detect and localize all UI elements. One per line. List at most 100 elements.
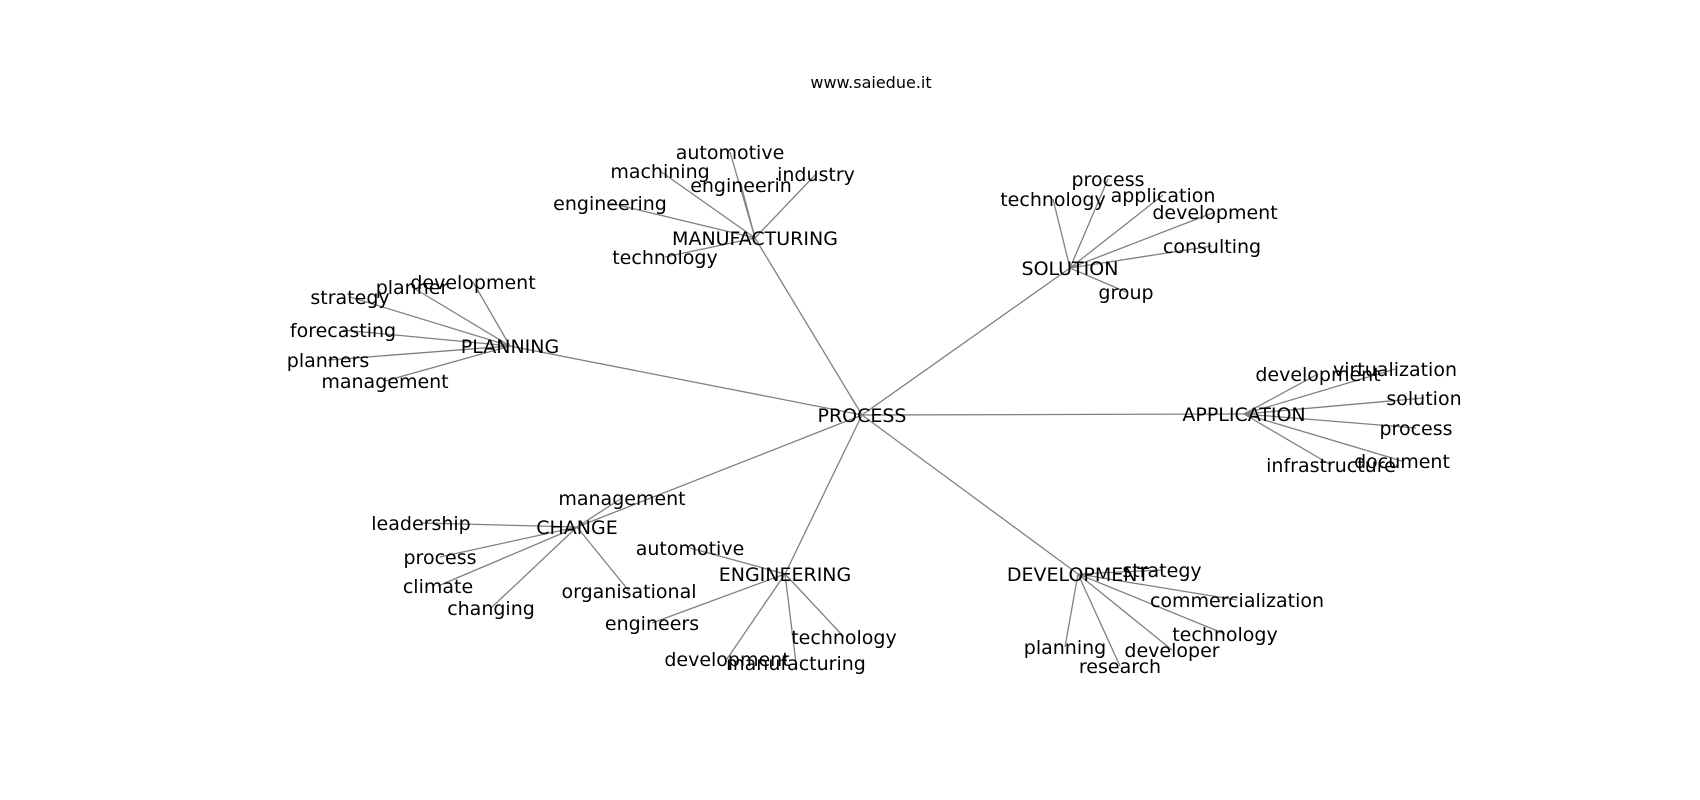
edge-application-to-solution: [1243, 397, 1425, 415]
edge-application-to-document: [1243, 413, 1403, 462]
leaf-node-label: process: [403, 547, 476, 569]
edge-application-to-development: [1243, 373, 1319, 415]
hub-node-label: CHANGE: [536, 517, 618, 539]
leaf-node-label: industry: [777, 164, 855, 186]
hub-node-label: APPLICATION: [1182, 404, 1305, 426]
edge-planning-to-development: [472, 281, 511, 347]
leaf-node-label: machining: [610, 161, 709, 183]
edge-solution-to-application: [1069, 194, 1164, 269]
edge-development-to-planning: [1064, 573, 1079, 648]
leaf-node-label: automotive: [676, 142, 785, 164]
leaf-node-label: engineers: [605, 613, 699, 635]
leaf-node-label: automotive: [636, 538, 745, 560]
edge-development-to-research: [1077, 573, 1121, 667]
leaf-node-label: developer: [1124, 640, 1219, 662]
leaf-node-label: document: [1354, 451, 1450, 473]
leaf-node-label: engineering: [553, 193, 667, 215]
edge-solution-to-development: [1069, 211, 1216, 269]
leaf-node-label: engineerin: [690, 175, 792, 197]
leaf-node-label: management: [558, 488, 685, 510]
edge-change-to-leadership: [420, 522, 578, 528]
edge-planning-to-planners: [327, 345, 511, 361]
edge-planning-to-forecasting: [342, 329, 511, 347]
center-node-label: PROCESS: [817, 405, 906, 427]
edge-development-to-technology: [1077, 573, 1226, 635]
leaf-node-label: leadership: [371, 513, 470, 535]
edge-planning-to-management: [384, 345, 511, 382]
leaf-node-label: solution: [1386, 388, 1461, 410]
leaf-node-label: group: [1098, 282, 1153, 304]
leaf-node-label: development: [664, 649, 789, 671]
leaf-node-label: changing: [447, 598, 535, 620]
edge-center-to-development: [861, 414, 1079, 575]
edge-planning-to-strategy: [349, 296, 511, 347]
edge-application-to-virtualization: [1243, 368, 1396, 415]
edge-engineering-to-development: [726, 573, 786, 660]
edge-manufacturing-to-industry: [754, 173, 817, 239]
leaf-node-label: application: [1111, 185, 1216, 207]
edge-manufacturing-to-engineerin: [740, 184, 756, 239]
edge-development-to-developer: [1077, 573, 1173, 651]
leaf-node-label: process: [1379, 418, 1452, 440]
hub-node-label: PLANNING: [461, 336, 559, 358]
leaf-node-label: development: [410, 272, 535, 294]
edge-solution-to-consulting: [1069, 245, 1213, 269]
leaf-node-label: development: [1152, 202, 1277, 224]
edge-solution-to-group: [1069, 267, 1127, 293]
leaf-node-label: planning: [1024, 637, 1106, 659]
hub-node-label: ENGINEERING: [719, 564, 852, 586]
leaf-node-label: technology: [1172, 624, 1278, 646]
leaf-node-label: manufacturing: [726, 653, 866, 675]
edge-center-to-manufacturing: [754, 237, 863, 416]
leaf-node-label: strategy: [1122, 560, 1201, 582]
leaf-node-label: strategy: [310, 287, 389, 309]
edge-development-to-commercialization: [1077, 573, 1238, 601]
leaf-node-label: climate: [403, 576, 473, 598]
leaf-node-label: development: [1255, 364, 1380, 386]
edge-manufacturing-to-machining: [659, 170, 756, 239]
graph-edges: [327, 151, 1425, 667]
edge-manufacturing-to-technology: [664, 237, 756, 258]
site-title: www.saiedue.it: [810, 73, 931, 92]
leaf-node-label: technology: [1000, 189, 1106, 211]
edge-engineering-to-automotive: [689, 547, 786, 575]
edge-planning-to-planner: [411, 286, 511, 347]
edge-center-to-engineering: [784, 414, 863, 575]
hub-node-label: DEVELOPMENT: [1007, 564, 1150, 586]
edge-engineering-to-technology: [784, 573, 845, 638]
leaf-node-label: consulting: [1163, 236, 1261, 258]
edge-center-to-application: [861, 413, 1245, 416]
edge-change-to-process: [439, 526, 578, 558]
leaf-node-label: infrastructure: [1266, 455, 1396, 477]
leaf-node-label: research: [1079, 656, 1161, 678]
leaf-node-label: planners: [287, 350, 369, 372]
edge-center-to-change: [576, 414, 863, 528]
leaf-node-label: planner: [376, 277, 449, 299]
leaf-node-label: technology: [791, 627, 897, 649]
edge-development-to-strategy: [1077, 569, 1163, 575]
edge-center-to-planning: [509, 345, 863, 416]
leaf-node-label: forecasting: [290, 320, 396, 342]
edge-application-to-process: [1243, 413, 1417, 429]
leaf-node-label: process: [1071, 169, 1144, 191]
leaf-node-label: management: [321, 371, 448, 393]
leaf-node-label: commercialization: [1150, 590, 1324, 612]
edge-engineering-to-engineers: [651, 573, 786, 624]
hub-node-label: SOLUTION: [1022, 258, 1119, 280]
edge-application-to-infrastructure: [1243, 413, 1332, 466]
graph-labels: PROCESSMANUFACTURINGautomotivemachininge…: [287, 142, 1462, 678]
edge-center-to-solution: [861, 267, 1071, 416]
edge-solution-to-technology: [1052, 198, 1071, 269]
edge-manufacturing-to-engineering: [609, 202, 756, 239]
edge-change-to-climate: [437, 526, 578, 587]
leaf-node-label: organisational: [562, 581, 697, 603]
edge-change-to-changing: [490, 526, 578, 609]
hub-node-label: MANUFACTURING: [672, 228, 838, 250]
leaf-node-label: virtualization: [1333, 359, 1457, 381]
edge-change-to-organisational: [576, 526, 630, 592]
edge-change-to-management: [576, 497, 623, 528]
leaf-node-label: technology: [612, 247, 718, 269]
edge-solution-to-process: [1069, 178, 1109, 269]
edge-engineering-to-manufacturing: [784, 573, 797, 664]
